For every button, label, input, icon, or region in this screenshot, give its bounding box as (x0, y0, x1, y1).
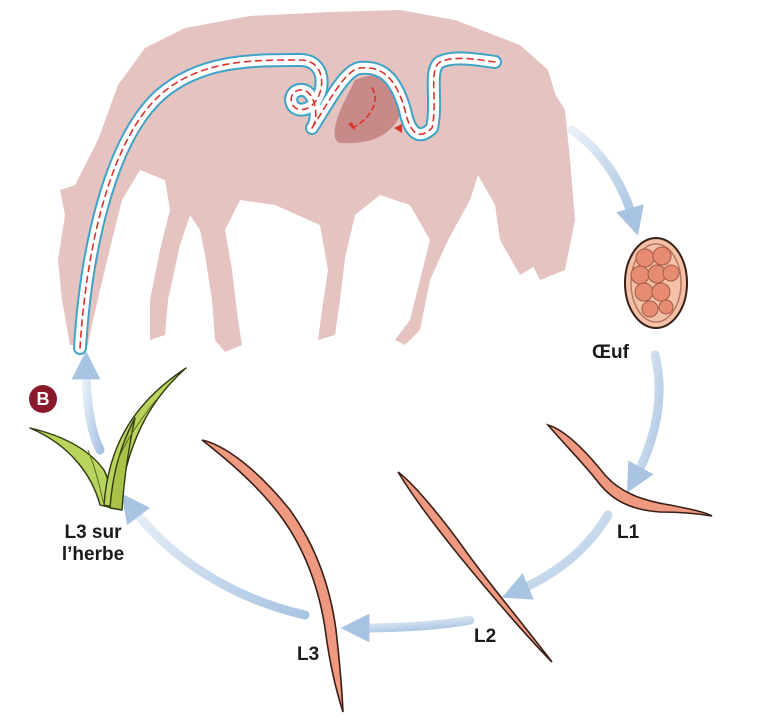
l1-label: L1 (617, 522, 640, 543)
grass-label-line1: L3 sur (64, 522, 122, 543)
grass-label-line2: l’herbe (61, 543, 125, 565)
arrow-l3-to-grass (121, 493, 310, 620)
larva-l3 (201, 439, 344, 713)
grass-blades (29, 367, 187, 511)
arrow-l2-to-l3 (340, 613, 475, 643)
l3-label: L3 (297, 644, 320, 665)
larva-l1 (545, 423, 713, 517)
arrow-l1-to-l2 (501, 510, 613, 600)
larva-l2 (397, 471, 553, 663)
egg-label: Œuf (592, 342, 629, 363)
section-badge: B (29, 385, 57, 413)
grass-label: L3 sur l’herbe (52, 522, 134, 566)
egg (624, 237, 688, 329)
horse-tail (495, 55, 575, 280)
arrow-grass-to-horse (71, 350, 105, 455)
l2-label: L2 (474, 626, 497, 647)
arrow-egg-to-l1 (627, 350, 664, 493)
digestive-tract (73, 51, 502, 355)
cycle-arrows (71, 125, 664, 643)
arrow-horse-to-egg (567, 125, 644, 236)
